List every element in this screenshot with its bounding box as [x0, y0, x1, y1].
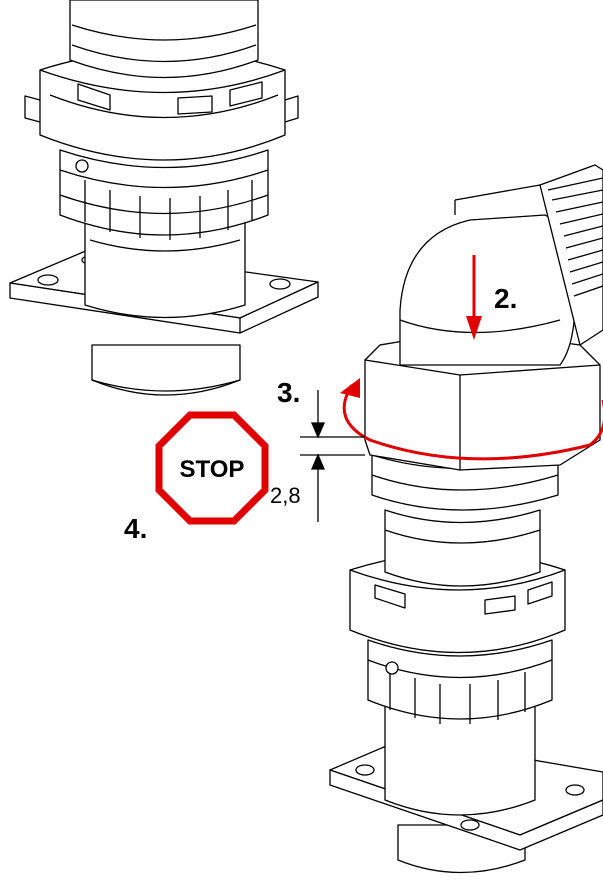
rotation-arrow-icon-head	[340, 378, 360, 398]
step-4-label: 4.	[124, 513, 147, 544]
lower-plate-hole	[355, 764, 375, 776]
stop-sign-icon	[155, 411, 269, 525]
lower-nut-window	[527, 581, 553, 605]
upper-nut-window	[77, 83, 111, 111]
upper-nut-window	[229, 81, 263, 107]
step-2-label: 2.	[494, 283, 517, 314]
elbow-body	[399, 214, 576, 366]
upper-clamp-ring-lower	[59, 149, 269, 236]
lower-clamp-ring	[367, 639, 553, 720]
lower-clamp-nut	[349, 569, 566, 654]
lower-fitting-pipe	[384, 689, 536, 816]
dimension-arrow-top-head	[311, 422, 325, 439]
upper-plate-hole	[37, 274, 59, 286]
lower-clamp-pin	[385, 661, 399, 675]
stop-sign-text: STOP	[180, 456, 245, 483]
rotation-arrow-icon	[342, 384, 603, 461]
arrow-down-icon-head	[466, 316, 482, 340]
upper-plate-hole	[269, 278, 291, 290]
union-ring	[371, 454, 559, 511]
upper-clamp-nut	[39, 69, 286, 161]
step-4-annotation: STOP 4.	[124, 411, 269, 544]
dimension-value: 2,8	[270, 483, 301, 508]
upper-fitting-spigot	[91, 344, 241, 396]
upper-fitting-assembly	[9, 0, 319, 396]
lower-nut-window	[484, 595, 516, 615]
step-3-annotation: 3.	[277, 377, 603, 461]
gap-dimension: 2,8	[270, 390, 365, 522]
upper-nut-window	[177, 95, 213, 115]
lower-fitting-assembly	[329, 164, 603, 874]
dimension-arrow-bottom-head	[311, 453, 325, 470]
lower-fitting-collar	[384, 509, 541, 587]
lower-nut-window	[374, 584, 406, 609]
upper-clamp-pin	[75, 159, 89, 173]
lower-plate-hole	[460, 819, 480, 831]
elbow-threaded-outlet	[539, 164, 603, 346]
step-3-label: 3.	[277, 377, 300, 408]
step-2-annotation: 2.	[466, 255, 517, 340]
upper-fitting-collar	[69, 0, 259, 79]
lower-plate-hole	[565, 784, 585, 796]
